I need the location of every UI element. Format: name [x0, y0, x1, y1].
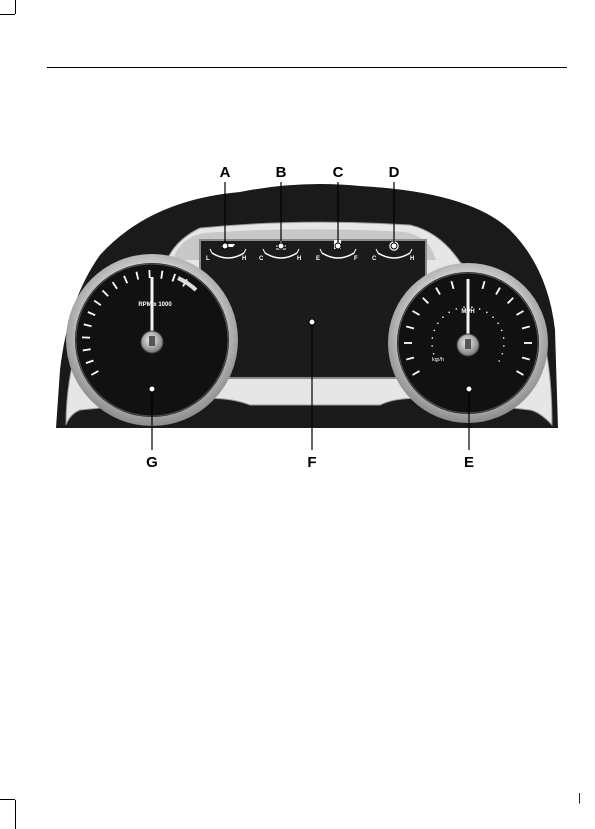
tachometer-tick [87, 311, 96, 317]
speedometer-kmh-dot [498, 360, 500, 362]
speedometer-tick [435, 287, 441, 295]
speedometer-kmh-dot [448, 311, 450, 314]
footer-mark: | [578, 792, 581, 804]
header-rule [47, 67, 567, 68]
oil-gauge-low-label: L [206, 256, 210, 262]
tachometer-redline [177, 276, 198, 292]
tachometer: RPM x 1000 [66, 254, 238, 426]
callout-label-D: D [389, 164, 400, 181]
crop-mark-bottom-vertical [15, 800, 16, 829]
tachometer-label: RPM x 1000 [138, 302, 172, 308]
speedometer-kmh-dot [433, 329, 436, 332]
speedometer-tick [521, 356, 531, 361]
speedometer-kmh-dot [455, 308, 458, 310]
tachometer-tick [123, 275, 129, 284]
callout-label-A: A [220, 164, 231, 181]
speedometer-kmh-dot [500, 329, 503, 332]
speedometer-tick [450, 280, 455, 290]
speedometer-ticks [404, 279, 532, 376]
speedometer-tick [495, 287, 501, 295]
tachometer-tick [82, 348, 91, 352]
speedometer-tick [405, 356, 415, 361]
temp-gauge-low-label: C [259, 256, 264, 262]
small-gauges: L H C H E F C H [206, 240, 414, 262]
tachometer-tick [101, 289, 109, 297]
speedometer-kmh-dot [497, 322, 499, 325]
speedometer-kmh-dot [431, 337, 434, 339]
callout-C: C [333, 164, 344, 250]
trans-gauge-low-label: C [372, 256, 377, 262]
speedometer-kmh-dot [501, 352, 504, 355]
tachometer-tick [93, 299, 102, 306]
engine-temperature-gauge: C H [259, 241, 301, 262]
tachometer-tick [160, 270, 164, 279]
speedometer-kmh-dot [486, 311, 488, 314]
callout-label-G: G [146, 454, 158, 471]
callout-D: D [389, 164, 400, 250]
tachometer-tick [85, 359, 94, 364]
speedometer-tick [422, 297, 430, 305]
speedometer-kmh-dot [437, 322, 439, 325]
speedometer-tick [405, 325, 415, 330]
speedometer-kmh-dot [471, 306, 473, 309]
crop-mark-bottom-horizontal [0, 799, 15, 800]
speedometer: MPH km/h [388, 263, 548, 423]
speedometer-kmh-dot [492, 316, 494, 318]
callout-A: A [220, 164, 231, 250]
transmission-temperature-gauge: C H [372, 241, 414, 262]
callout-G: G [146, 385, 158, 471]
tachometer-tick [111, 281, 118, 290]
fuel-gauge-low-label: E [316, 256, 320, 262]
speedometer-kmh-dot [442, 316, 444, 318]
fuel-gauge-high-label: F [354, 256, 358, 262]
tachometer-tick [83, 323, 92, 328]
speedometer-kmh-dot [463, 306, 465, 309]
callout-label-B: B [276, 164, 287, 181]
crop-mark-top-vertical [15, 0, 16, 14]
temp-gauge-high-label: H [297, 256, 301, 262]
callout-E: E [464, 385, 474, 471]
speedometer-tick [506, 297, 514, 305]
callout-B: B [276, 164, 287, 250]
speedometer-kmh-dot [503, 345, 505, 347]
callout-label-C: C [333, 164, 344, 181]
oil-gauge-high-label: H [242, 256, 246, 262]
speedometer-tick [516, 370, 524, 376]
speedometer-kmh-dot [478, 308, 481, 310]
speedometer-unit-kmh: km/h [432, 357, 444, 363]
speedometer-tick [516, 310, 524, 316]
tachometer-tick [135, 271, 140, 280]
speedometer-kmh-dot [436, 360, 438, 362]
speedometer-tick [412, 370, 420, 376]
speedometer-kmh-dot [431, 345, 433, 347]
callout-F: F [307, 318, 317, 471]
trans-gauge-high-label: H [410, 256, 414, 262]
speedometer-tick [412, 310, 420, 316]
speedometer-tick [481, 280, 486, 290]
tachometer-tick [171, 273, 176, 282]
speedometer-kmh-dots [431, 306, 505, 362]
crop-mark-top-horizontal [0, 14, 15, 15]
tachometer-needle [150, 277, 154, 341]
callout-label-F: F [307, 454, 316, 471]
tachometer-tick [90, 370, 99, 376]
speedometer-tick [521, 325, 531, 330]
callout-label-E: E [464, 454, 474, 471]
speedometer-kmh-dot [502, 337, 505, 339]
speedometer-kmh-dot [432, 352, 435, 355]
speedometer-needle [466, 279, 470, 343]
